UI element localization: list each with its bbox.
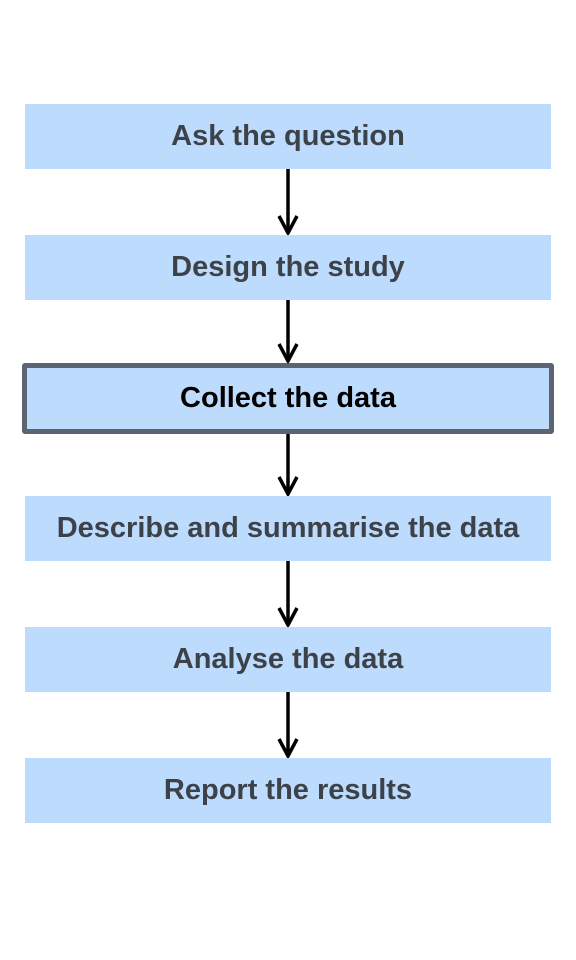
down-arrow-icon — [277, 300, 299, 365]
step-label: Design the study — [171, 251, 405, 283]
step-label: Describe and summarise the data — [56, 512, 520, 544]
down-arrow-icon — [277, 692, 299, 760]
step-analyse-data: Analyse the data — [25, 627, 551, 692]
step-report-results: Report the results — [25, 758, 551, 823]
down-arrow-icon — [277, 434, 299, 498]
down-arrow-icon — [277, 169, 299, 237]
step-collect-data: Collect the data — [22, 363, 554, 434]
step-label: Collect the data — [180, 382, 396, 414]
step-label: Ask the question — [171, 120, 405, 152]
step-design-study: Design the study — [25, 235, 551, 300]
step-describe-summarise: Describe and summarise the data — [25, 496, 551, 561]
step-label: Analyse the data — [172, 643, 404, 675]
step-ask-question: Ask the question — [25, 104, 551, 169]
down-arrow-icon — [277, 561, 299, 629]
step-label: Report the results — [163, 774, 413, 806]
